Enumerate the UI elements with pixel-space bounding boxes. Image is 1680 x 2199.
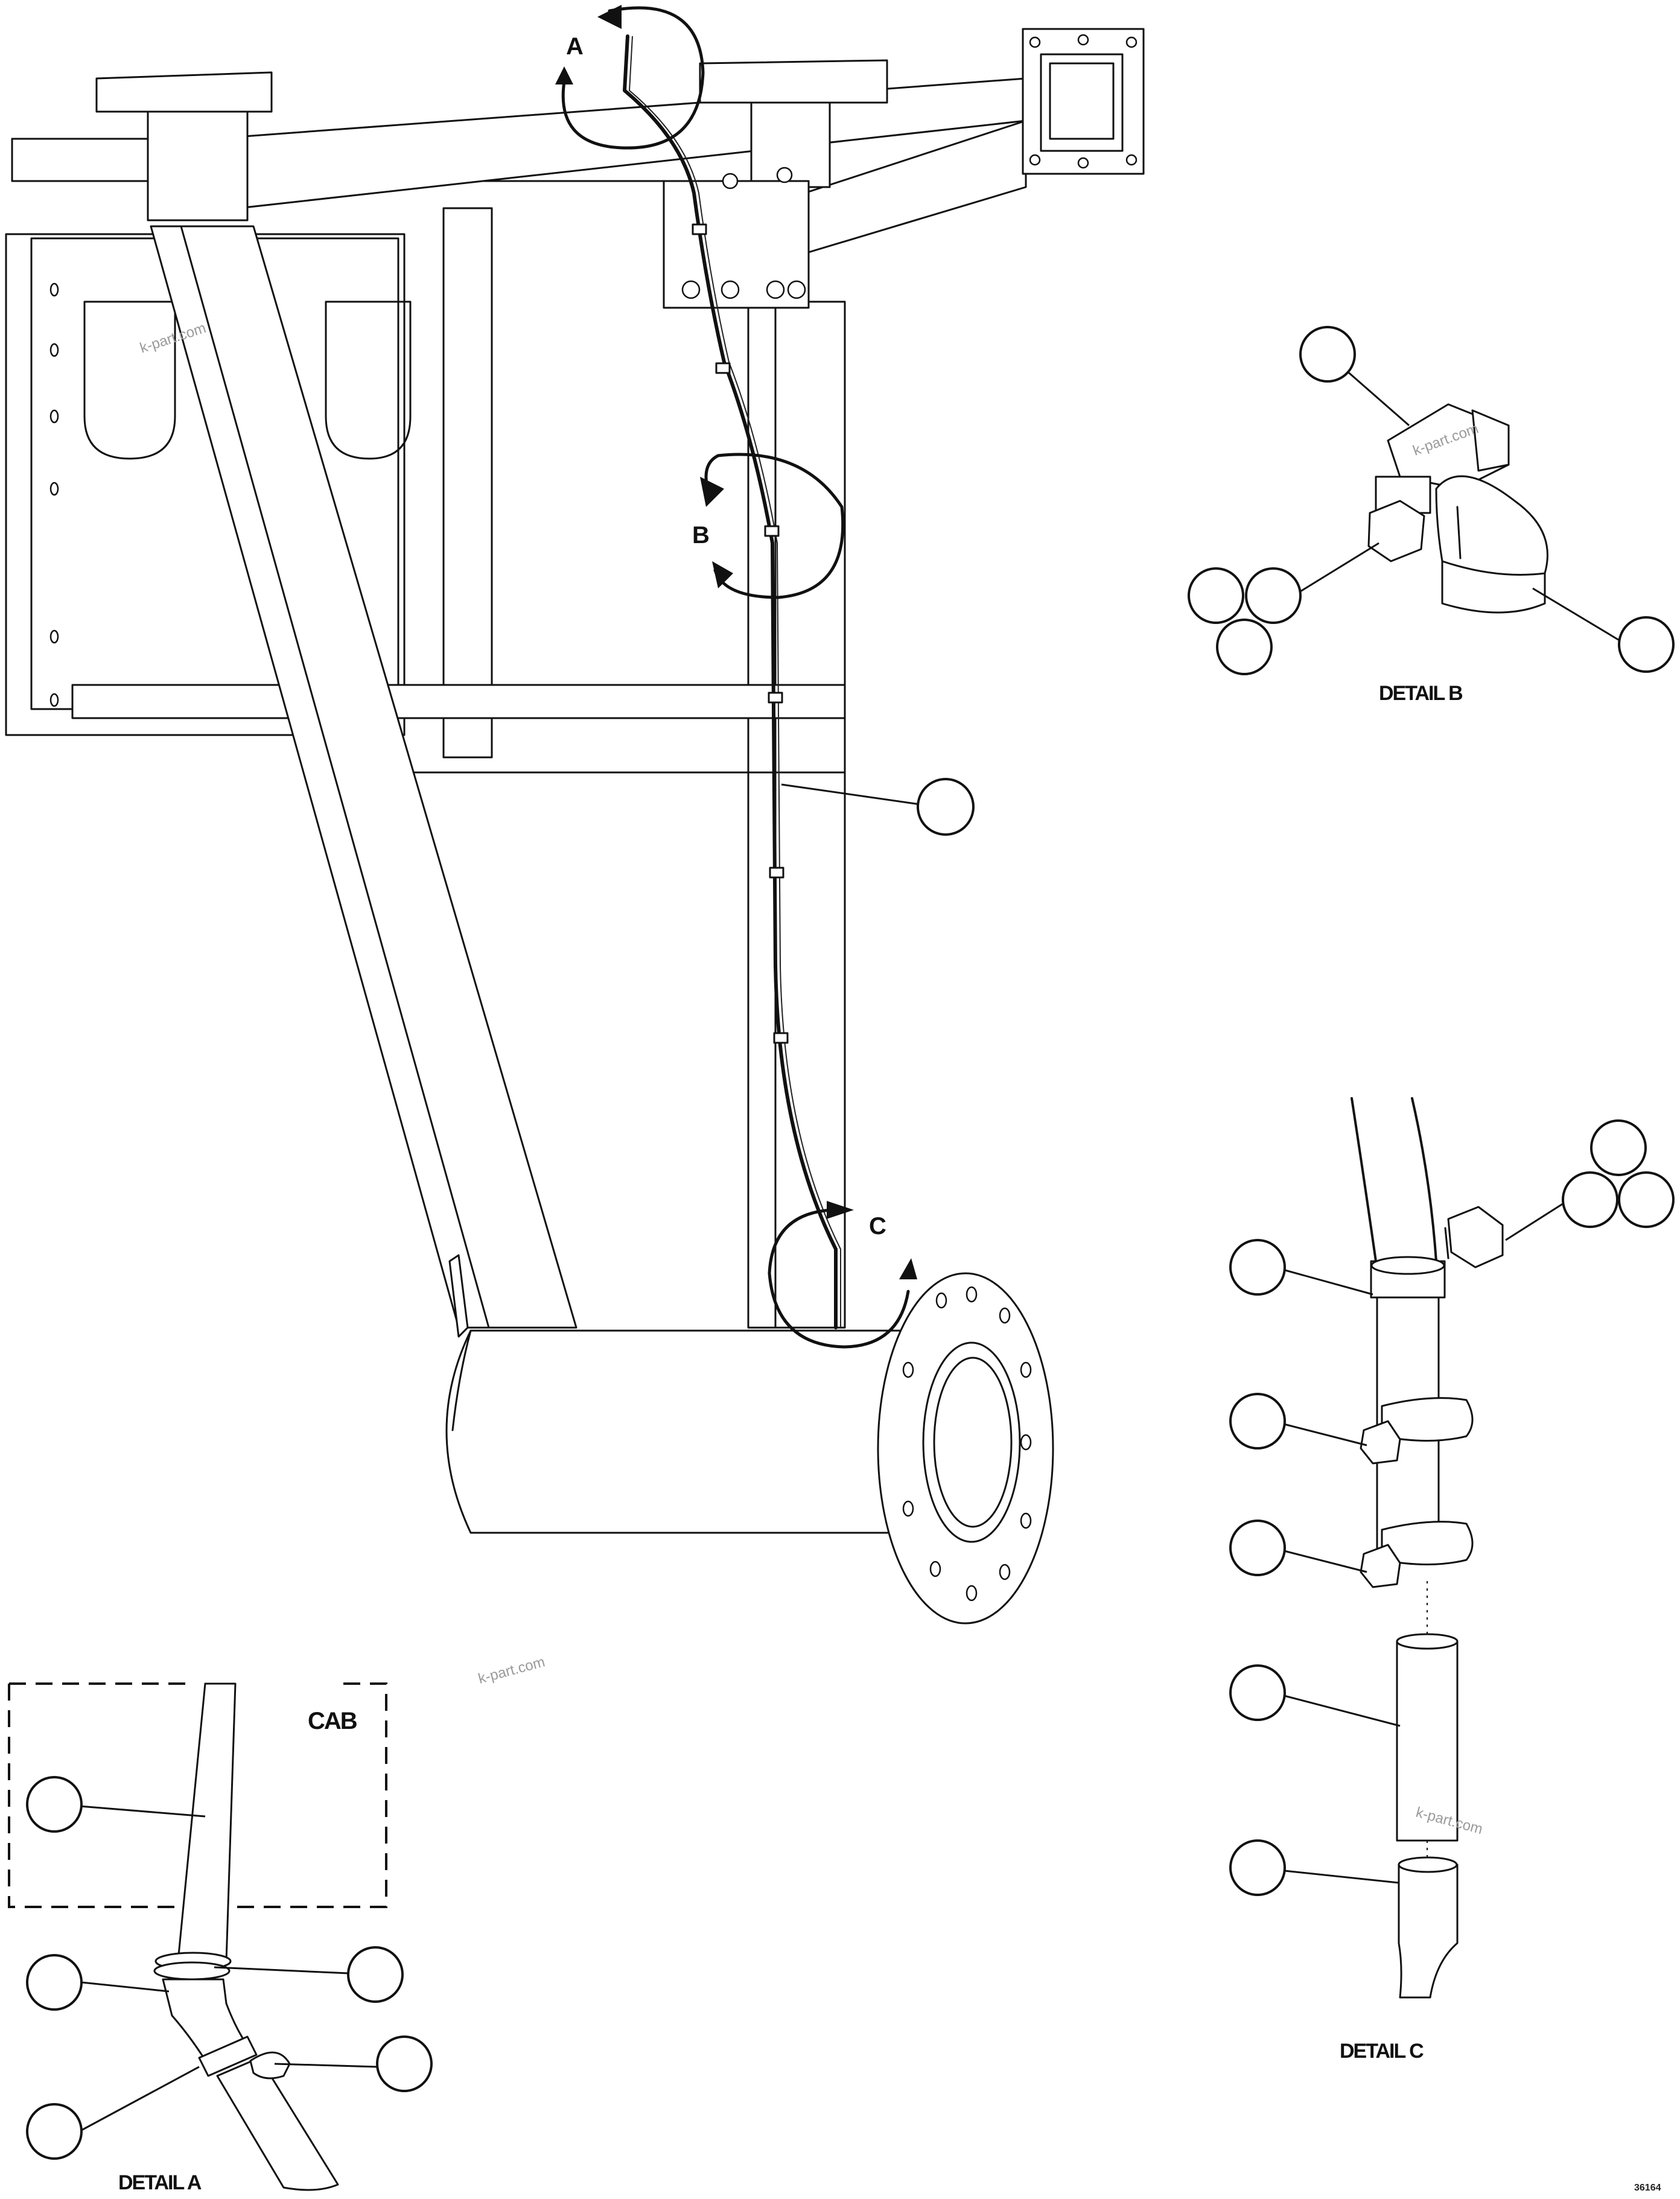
detail-b-title: DETAIL B (1379, 682, 1463, 705)
top-crossbeam (11, 59, 1027, 309)
callout-c-tube (1229, 1664, 1286, 1721)
callout-b-bolt-1 (1188, 567, 1244, 624)
callout-a-seal (347, 1946, 404, 2003)
callout-c-bolt-1 (1590, 1119, 1647, 1176)
view-circle-c: C (768, 1201, 917, 1349)
callout-a-adapter (26, 2103, 83, 2160)
callout-c-hose-clamp-1 (1229, 1393, 1286, 1450)
watermark: k-part.com (477, 1653, 547, 1687)
callout-a-line (26, 1776, 83, 1833)
detail-b: DETAIL B (1188, 326, 1675, 705)
line-clips (692, 223, 789, 1044)
drawing-code: 36164 (1634, 2183, 1661, 2193)
lube-line (623, 34, 838, 1329)
view-label-b: B (692, 522, 710, 549)
detail-a: CAB DETAIL A (8, 1682, 433, 2194)
callout-c-clamp (1229, 1239, 1286, 1296)
main-assembly: A B C (5, 5, 1145, 1625)
hose-clamp-upper (1360, 1397, 1474, 1465)
view-circle-b: B (692, 453, 845, 599)
axle-housing (445, 1254, 918, 1534)
mounting-flange (1022, 28, 1145, 175)
crossbeam-bolts (681, 167, 806, 299)
callout-b-bolt-2 (1245, 567, 1302, 624)
view-label-a: A (566, 33, 584, 60)
round-bolt-flange (877, 1272, 1054, 1625)
hose-clamp-lower (1360, 1521, 1474, 1588)
detail-a-title: DETAIL A (118, 2171, 202, 2194)
detail-c: DETAIL C (1229, 1097, 1675, 2063)
flange-bolt-holes (902, 1286, 1032, 1602)
callout-c-bolt-2 (1562, 1171, 1618, 1228)
callout-b-fitting (1299, 326, 1356, 383)
callout-c-nozzle (1229, 1839, 1286, 1896)
callout-c-bolt-3 (1618, 1171, 1675, 1228)
callout-line-part (917, 778, 975, 836)
callout-b-bolt-3 (1216, 619, 1273, 675)
view-circle-a: A (555, 5, 705, 150)
frame-rails (71, 207, 846, 1329)
callout-b-clamp (1618, 616, 1675, 673)
view-label-c: C (869, 1213, 886, 1240)
callout-c-hose-clamp-2 (1229, 1520, 1286, 1576)
cab-label: CAB (308, 1708, 357, 1734)
callout-a-elbow (26, 1954, 83, 2011)
callout-a-nut (376, 2035, 433, 2092)
detail-c-title: DETAIL C (1340, 2040, 1424, 2063)
